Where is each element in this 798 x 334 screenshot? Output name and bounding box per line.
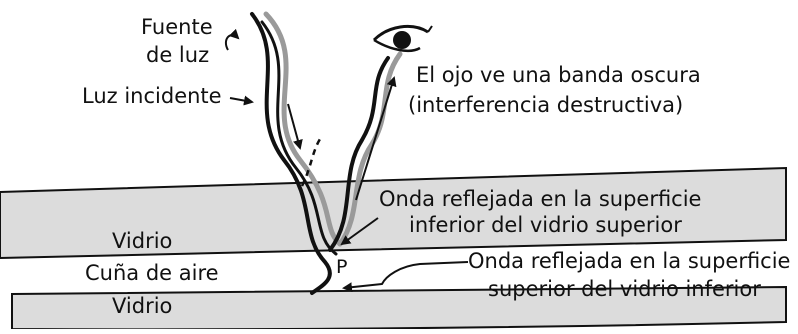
black-reflected-wave bbox=[328, 56, 390, 252]
lower-wave-pointer bbox=[342, 261, 469, 293]
eye-caption-line1: El ojo ve una banda oscura bbox=[416, 63, 701, 87]
upper-wave-label-line1: Onda reflejada en la superficie bbox=[379, 187, 701, 211]
point-p-label: P bbox=[336, 256, 347, 278]
air-wedge-label: Cuña de aire bbox=[85, 261, 219, 285]
eye-caption-line2: (interferencia destructiva) bbox=[408, 93, 683, 117]
upper-wave-pointer bbox=[340, 217, 379, 246]
curl-arrow-icon bbox=[224, 28, 240, 51]
gray-light-wave bbox=[263, 11, 343, 247]
incident-light-label: Luz incidente bbox=[82, 84, 222, 108]
reflected-direction-arrow bbox=[355, 76, 397, 201]
incident-light-wave bbox=[250, 12, 332, 295]
lower-wave-label-line2: superior del vidrio inferior bbox=[488, 277, 761, 301]
incident-label-pointer bbox=[229, 95, 254, 106]
lower-wave-label-line1: Onda reflejada en la superficie bbox=[468, 249, 790, 273]
upper-glass-plate bbox=[0, 166, 787, 260]
upper-wave-label-line2: inferior del vidrio superior bbox=[409, 213, 682, 237]
light-source-label-line2: de luz bbox=[146, 43, 209, 67]
light-source-label-line1: Fuente bbox=[141, 15, 213, 39]
incident-light-wave-2 bbox=[260, 20, 338, 256]
glass-bottom-label: Vidrio bbox=[112, 294, 172, 318]
eye-icon bbox=[372, 24, 433, 52]
incident-direction-arrow bbox=[287, 103, 303, 150]
dashed-reflected-ray bbox=[300, 135, 324, 187]
glass-top-label: Vidrio bbox=[112, 229, 172, 253]
